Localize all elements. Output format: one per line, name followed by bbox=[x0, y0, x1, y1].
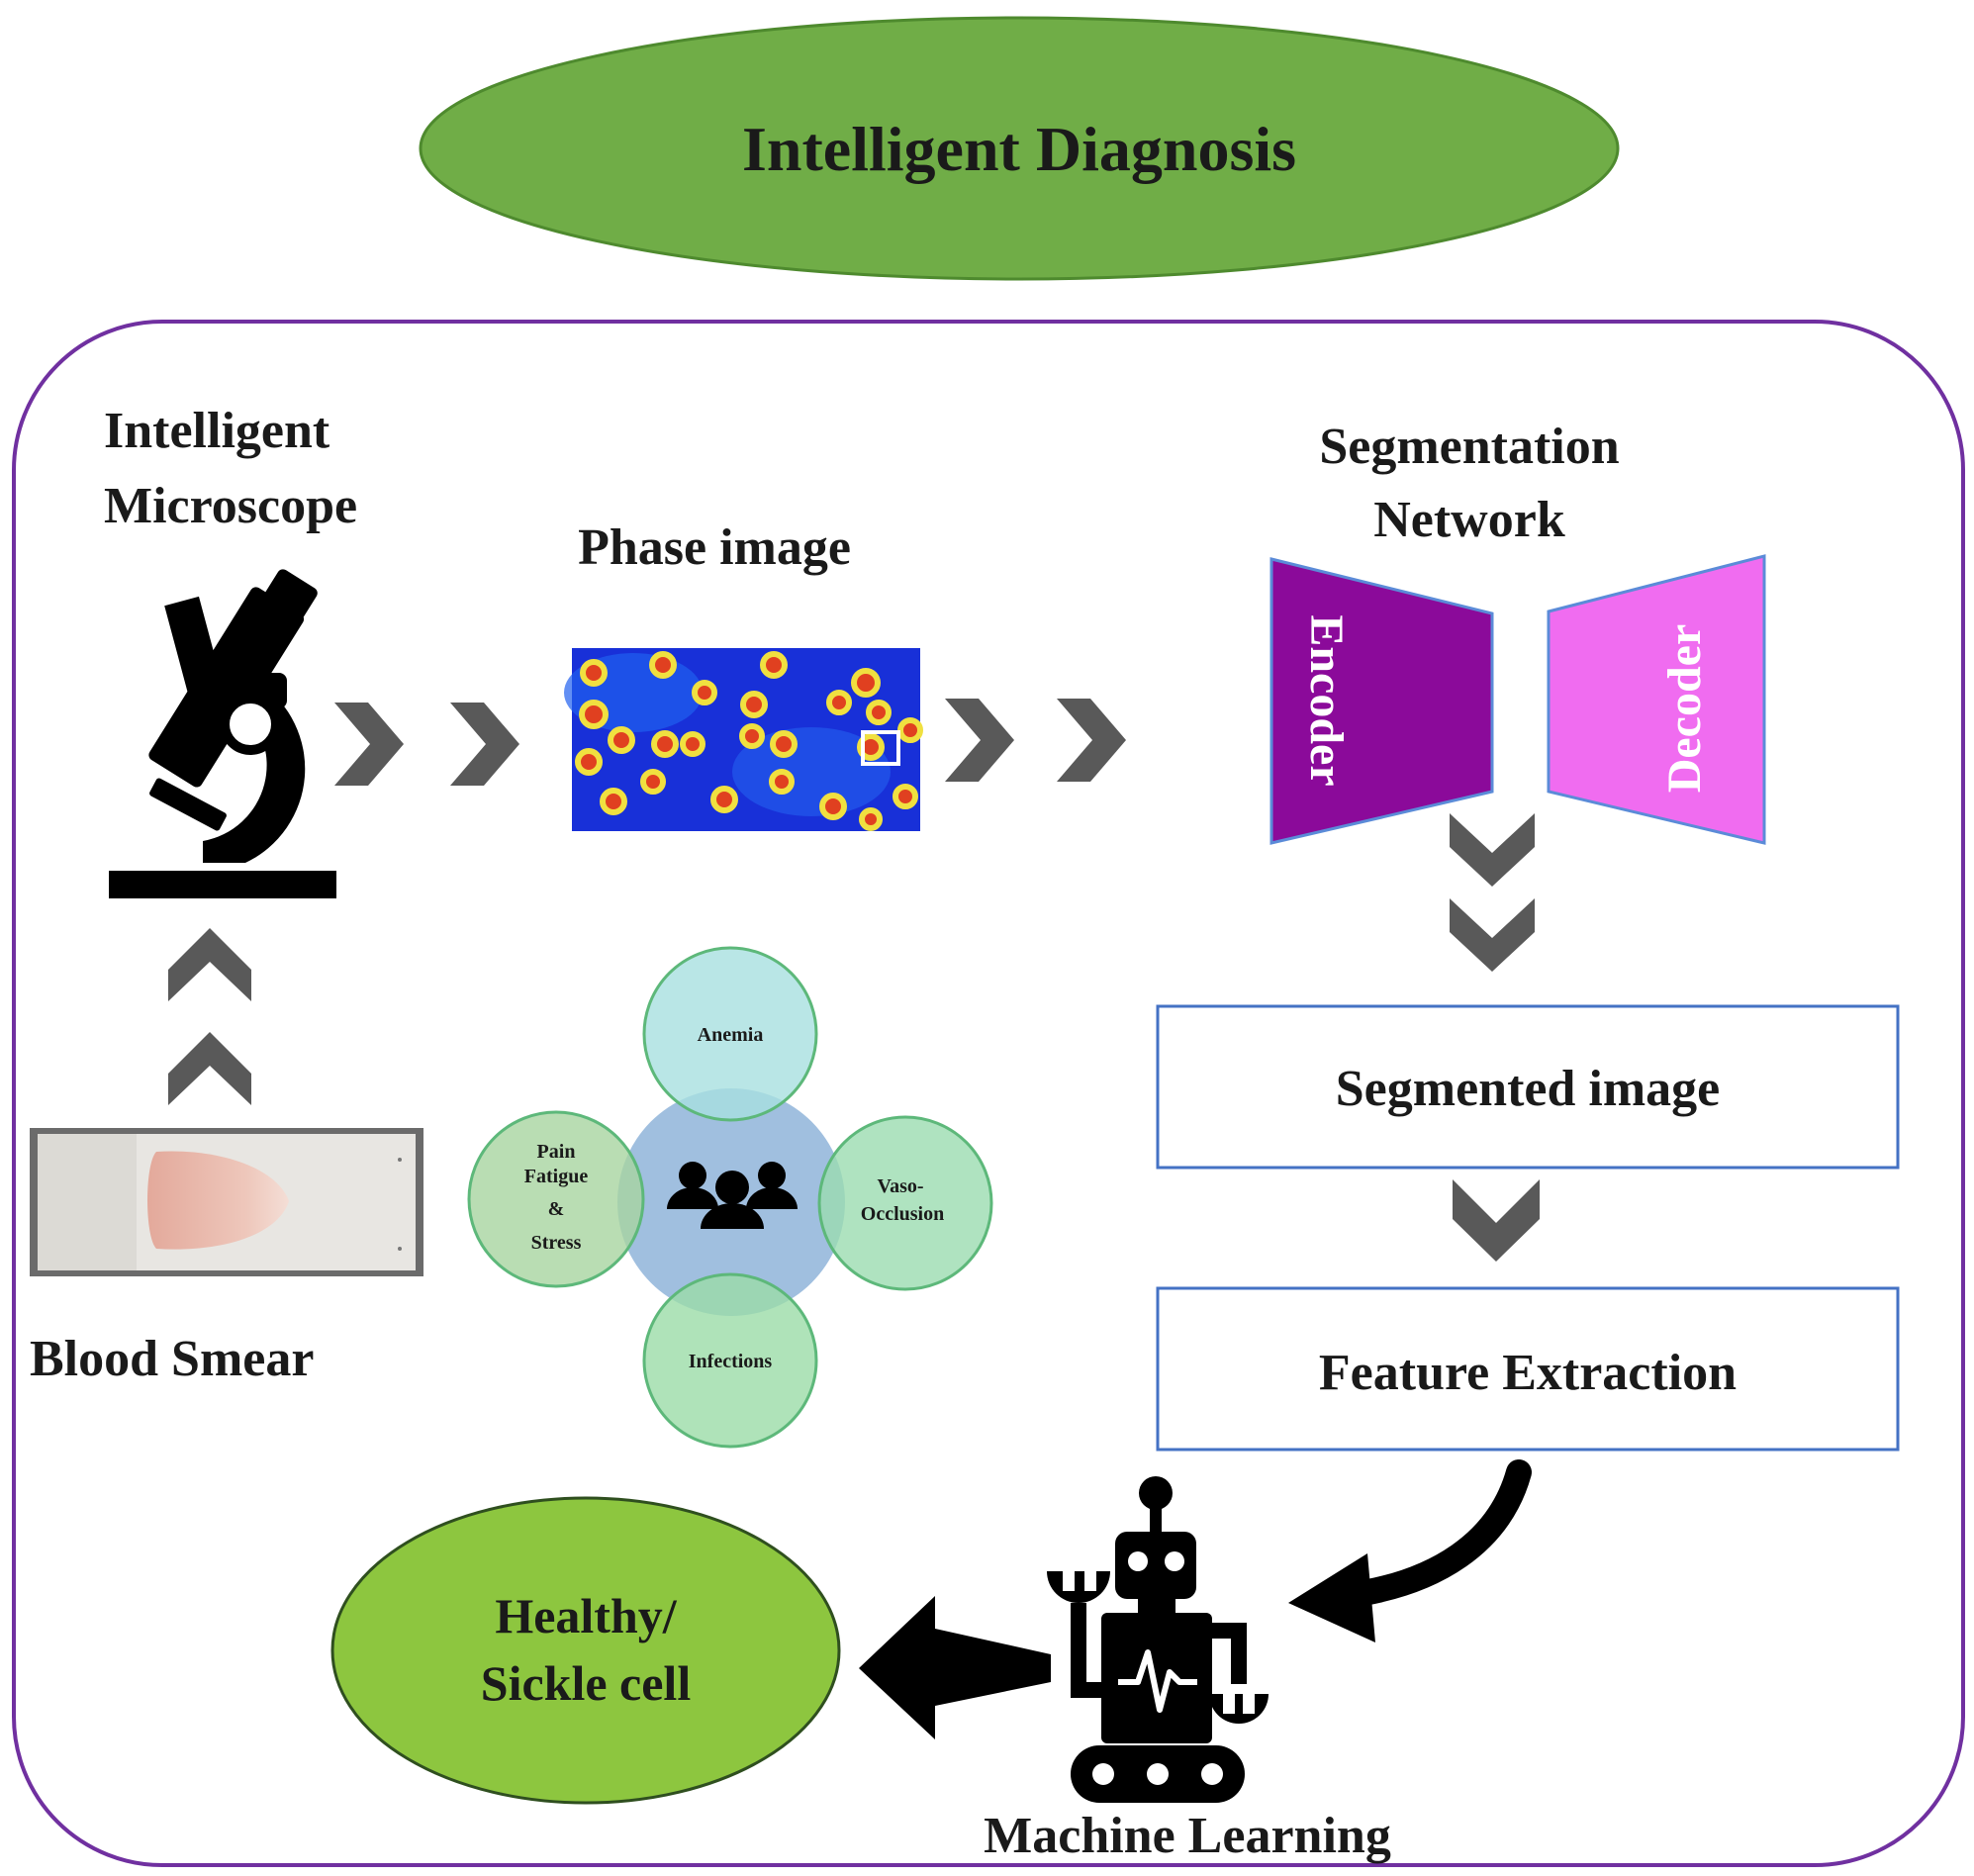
title-ellipse bbox=[419, 16, 1620, 281]
feature-extraction-label: Feature Extraction bbox=[1319, 1345, 1737, 1401]
result-label-line1: Healthy/ bbox=[495, 1588, 677, 1643]
process-panel bbox=[12, 320, 1965, 1867]
phase-image-label: Phase image bbox=[578, 519, 851, 576]
pain-label-line4: Stress bbox=[531, 1232, 582, 1254]
left-arrow-icon bbox=[859, 1596, 1051, 1739]
chevron-right-icon bbox=[450, 703, 519, 786]
segmentation-label-line2: Network bbox=[1373, 492, 1565, 548]
chevron-down-icon bbox=[1450, 813, 1535, 887]
segmented-image-box: Segmented image bbox=[1156, 1004, 1900, 1170]
infections-circle bbox=[642, 1272, 818, 1449]
encoder-block: Encoder bbox=[1269, 557, 1494, 845]
vaso-label-line2: Occlusion bbox=[861, 1203, 944, 1225]
blood-smear-label: Blood Smear bbox=[30, 1331, 314, 1387]
result-node: Healthy/ Sickle cell bbox=[330, 1496, 841, 1805]
pain-label-line3: & bbox=[548, 1198, 565, 1220]
vaso-occlusion-circle bbox=[817, 1115, 993, 1291]
decoder-block: Decoder bbox=[1547, 554, 1766, 845]
pain-label-line1: Pain bbox=[537, 1141, 576, 1163]
segmentation-label-line1: Segmentation bbox=[1319, 419, 1619, 475]
curved-arrow-icon bbox=[1288, 1459, 1532, 1642]
feature-extraction-box: Feature Extraction bbox=[1156, 1286, 1900, 1452]
phase-image-picture bbox=[564, 648, 923, 831]
infections-label: Infections bbox=[689, 1351, 773, 1372]
chevron-right-icon bbox=[945, 699, 1014, 782]
pain-circle bbox=[467, 1110, 645, 1288]
chevron-up-icon bbox=[168, 928, 251, 1001]
robot-icon bbox=[1047, 1476, 1269, 1803]
chevron-right-icon bbox=[334, 703, 404, 786]
result-label-line2: Sickle cell bbox=[481, 1655, 692, 1711]
chevron-right-icon bbox=[1057, 699, 1126, 782]
anemia-label: Anemia bbox=[698, 1024, 764, 1046]
machine-learning-label: Machine Learning bbox=[984, 1808, 1391, 1864]
anemia-circle bbox=[642, 946, 818, 1122]
chevron-up-icon bbox=[168, 1032, 251, 1105]
microscope-label-line2: Microscope bbox=[104, 478, 357, 534]
page-title: Intelligent Diagnosis bbox=[742, 114, 1296, 184]
microscope-icon bbox=[109, 569, 336, 898]
vaso-label-line1: Vaso- bbox=[877, 1175, 923, 1197]
segmented-image-label: Segmented image bbox=[1336, 1061, 1720, 1117]
result-ellipse bbox=[330, 1496, 841, 1805]
microscope-label-line1: Intelligent bbox=[104, 403, 330, 459]
people-icon bbox=[667, 1162, 798, 1229]
symptoms-cluster: Anemia Pain Fatigue & Stress Vaso- Occlu… bbox=[467, 946, 993, 1449]
blood-smear-slide bbox=[30, 1128, 423, 1276]
chevron-down-icon bbox=[1450, 898, 1535, 972]
decoder-label: Decoder bbox=[1658, 624, 1711, 794]
encoder-label: Encoder bbox=[1300, 614, 1353, 786]
chevron-down-icon bbox=[1453, 1179, 1540, 1262]
pain-label-line2: Fatigue bbox=[524, 1166, 589, 1187]
title-node: Intelligent Diagnosis bbox=[419, 16, 1620, 281]
